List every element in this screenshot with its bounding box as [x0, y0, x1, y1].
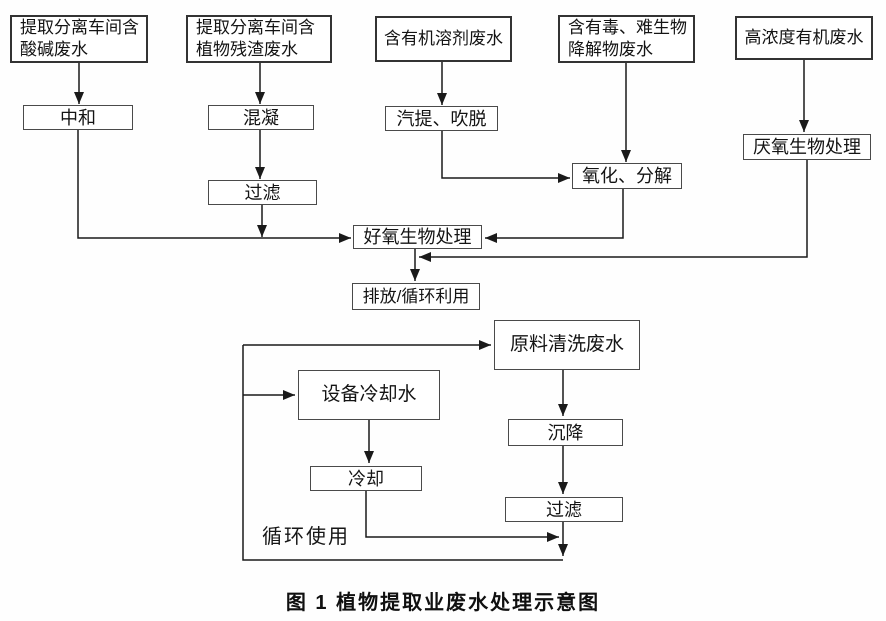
edge-cool-to-join: [365, 491, 559, 542]
node-src-acid: 提取分离车间含 酸碱废水: [10, 15, 148, 63]
node-src-organic: 高浓度有机废水: [735, 16, 873, 60]
node-strip: 汽提、吹脱: [385, 106, 498, 131]
edge-strip-to-oxidize: [441, 131, 570, 183]
node-src-solvent: 含有机溶剂废水: [375, 16, 512, 62]
node-neutralize: 中和: [23, 105, 133, 130]
node-cool: 冷却: [310, 466, 422, 491]
node-cooling-water: 设备冷却水: [298, 370, 440, 420]
node-anaerobic: 厌氧生物处理: [743, 134, 871, 160]
recycle-use-label: 循环使用: [262, 526, 350, 548]
edge-anaerobic-to-mainline: [419, 160, 808, 262]
edge-oxidize-to-aerobic: [485, 189, 624, 243]
node-raw-wash: 原料清洗废水: [494, 320, 640, 370]
node-discharge: 排放/循环利用: [352, 283, 480, 310]
node-filter1: 过滤: [208, 180, 317, 205]
figure-caption: 图 1 植物提取业废水处理示意图: [285, 592, 601, 614]
node-settle: 沉降: [508, 419, 623, 446]
node-aerobic: 好氧生物处理: [353, 225, 482, 249]
node-src-toxic: 含有毒、难生物 降解物废水: [558, 15, 695, 63]
edge-neutralize-to-aerobic: [77, 130, 351, 243]
node-coagulate: 混凝: [208, 105, 314, 130]
node-src-residue: 提取分离车间含 植物残渣废水: [186, 15, 332, 63]
recycle-return-line: [242, 345, 563, 561]
node-oxidize: 氧化、分解: [572, 163, 682, 189]
node-filter2: 过滤: [505, 497, 623, 522]
